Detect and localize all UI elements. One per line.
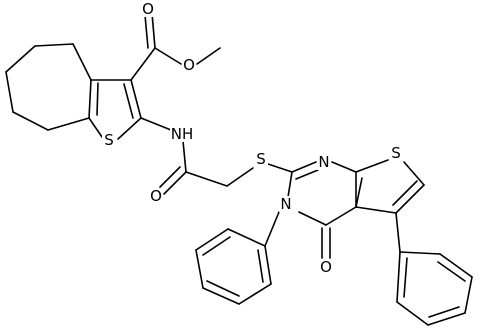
svg-text:N: N bbox=[318, 153, 329, 171]
bond-c6-c7 bbox=[5, 71, 14, 113]
bond-ph1-4 bbox=[195, 249, 204, 289]
bond-c3-c2-double bbox=[123, 83, 134, 119]
bond-s-c7a bbox=[88, 117, 103, 138]
bond-ph1-5 bbox=[195, 228, 229, 251]
bond-ph1-1-double bbox=[257, 249, 264, 283]
bond-ph1-1 bbox=[264, 245, 272, 285]
bond-ph1-3 bbox=[202, 287, 240, 305]
bond-ch2-s bbox=[226, 167, 254, 187]
bond-c5-c4a bbox=[355, 206, 397, 214]
bond-c7a-s-inner bbox=[355, 177, 363, 208]
atom-o-pyrimidinone: O bbox=[319, 258, 333, 276]
bond-ph1-5-double bbox=[202, 236, 231, 256]
svg-text:O: O bbox=[142, 0, 154, 18]
bond-c4-n3 bbox=[298, 211, 327, 226]
bond-carbonyl-oether bbox=[154, 47, 182, 65]
bond-c7a-c3a bbox=[88, 79, 92, 119]
bond-c3-carbonyl bbox=[130, 47, 156, 81]
atom-nh-amide: NH bbox=[170, 125, 194, 143]
bond-c7a-c3a-double bbox=[96, 82, 99, 116]
atom-s-thiophene-left: S bbox=[102, 131, 116, 149]
bond-ph1-3-double bbox=[206, 280, 240, 297]
bond-ph1-2 bbox=[238, 283, 272, 305]
bond-camide-ch2 bbox=[185, 171, 228, 187]
bond-ph1-6 bbox=[227, 228, 266, 247]
bond-c2-s bbox=[117, 117, 142, 140]
bond-ph2-6 bbox=[396, 251, 401, 303]
bond-s-c6 bbox=[403, 161, 425, 186]
bond-c5-c6 bbox=[5, 45, 36, 73]
bond-ph2-1 bbox=[399, 251, 441, 255]
bond-c5-phenyl bbox=[395, 212, 401, 253]
atom-s-thioether: S bbox=[254, 150, 268, 168]
bond-c4a-c4 bbox=[325, 206, 357, 226]
bond-c8-c7a bbox=[47, 117, 90, 131]
bond-carbonyl-o-double bbox=[144, 14, 149, 49]
svg-text:O: O bbox=[150, 187, 162, 205]
bond-s-c2pyr bbox=[267, 163, 293, 173]
bond-c6-c5 bbox=[395, 184, 425, 214]
bond-c3-c2 bbox=[130, 79, 142, 119]
bond-n1-c7a bbox=[331, 161, 357, 173]
bond-c2-n1 bbox=[291, 161, 317, 173]
atom-o-amide: O bbox=[149, 187, 163, 205]
bond-ph2-2 bbox=[439, 253, 473, 278]
bonds bbox=[5, 12, 473, 326]
svg-text:NH: NH bbox=[171, 125, 194, 143]
bond-carbonyl-o bbox=[151, 12, 156, 49]
bond-c6-c5-double bbox=[392, 180, 418, 206]
svg-text:S: S bbox=[391, 144, 401, 162]
bond-c2-n1-double bbox=[295, 169, 319, 180]
svg-text:S: S bbox=[104, 131, 114, 149]
atom-o-ester-ether: O bbox=[182, 56, 196, 74]
bond-n3-phenyl bbox=[264, 211, 280, 247]
atom-n-pyrimidine-bottom: N bbox=[279, 195, 293, 213]
bond-c3a-c4 bbox=[72, 43, 92, 81]
svg-text:O: O bbox=[320, 258, 332, 276]
svg-text:O: O bbox=[183, 56, 195, 74]
bond-ph2-4 bbox=[427, 312, 466, 326]
atom-s-thiophene-right: S bbox=[389, 144, 403, 162]
svg-text:S: S bbox=[256, 150, 266, 168]
bond-c2-nh bbox=[140, 117, 172, 131]
bond-n3-c2 bbox=[287, 171, 293, 198]
bond-ph2-6-double bbox=[403, 257, 408, 298]
atom-o-ester-carbonyl: O bbox=[141, 0, 155, 18]
bond-c7a-s bbox=[355, 159, 389, 173]
bond-c4-c5 bbox=[34, 43, 74, 47]
bond-camide-o bbox=[163, 171, 187, 195]
bond-c7-c8 bbox=[12, 111, 49, 131]
bond-ph2-5 bbox=[396, 301, 429, 326]
bond-oether-methyl bbox=[196, 47, 221, 65]
bond-ph2-2-double bbox=[437, 261, 466, 282]
bond-ph2-4-double bbox=[428, 306, 460, 318]
bond-nh-camide bbox=[182, 140, 187, 173]
atom-n-pyrimidine-top: N bbox=[317, 153, 331, 171]
svg-text:N: N bbox=[280, 195, 291, 213]
atom-labels: O O S NH O S N S bbox=[102, 0, 403, 276]
bond-camide-o-double bbox=[159, 166, 181, 188]
bond-ph2-3 bbox=[464, 276, 473, 314]
